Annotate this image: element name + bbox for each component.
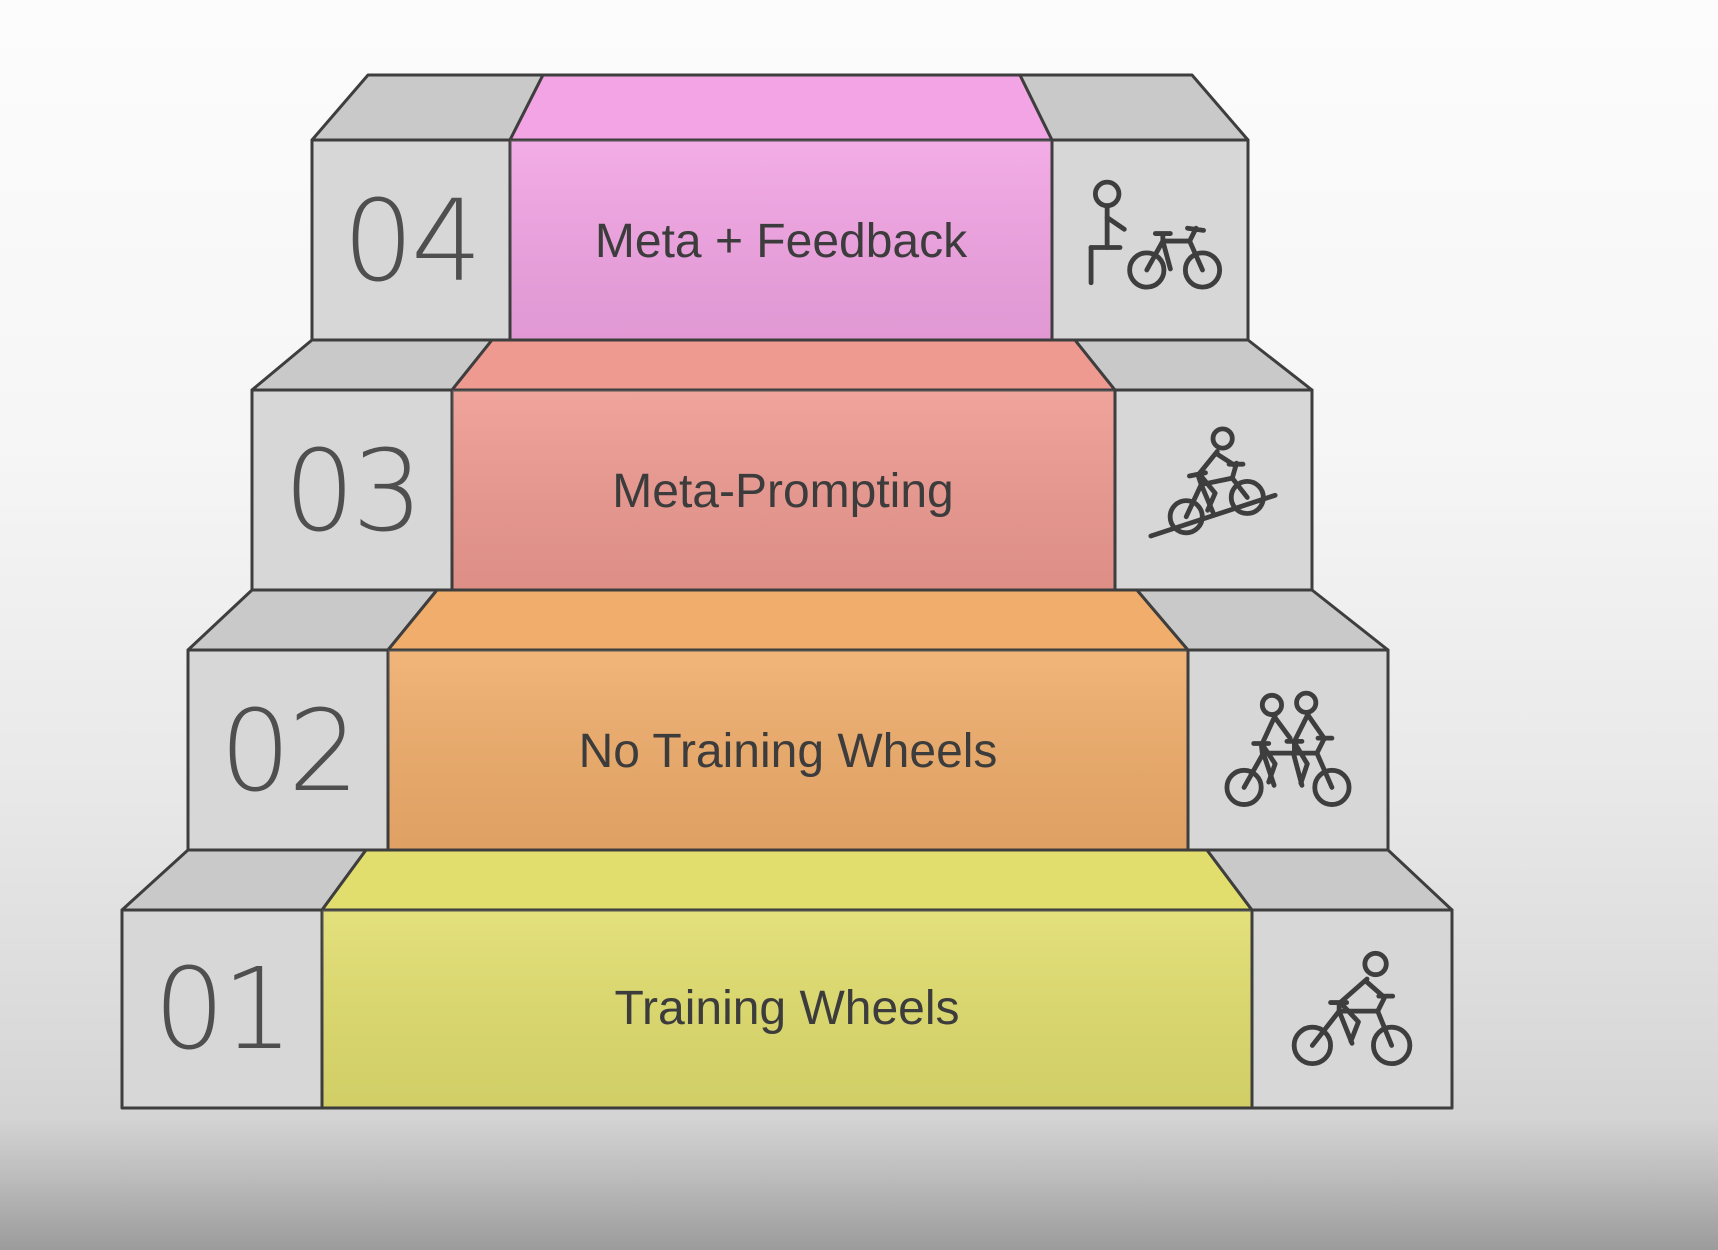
step-02-number: 02: [219, 687, 360, 817]
step-04-icon-box: [1050, 138, 1250, 342]
step-01-top-center-face: [320, 848, 1254, 912]
step-04: [310, 73, 1250, 342]
cyclist-icon: [1277, 934, 1427, 1084]
step-04-top-right-face: [1018, 73, 1250, 142]
step-03-top-left-face: [250, 338, 494, 392]
step-03-number-box: [250, 388, 454, 592]
step-01-number: 01: [153, 945, 294, 1075]
uphill-cyclist-icon: [1138, 416, 1288, 566]
step-02: [186, 588, 1390, 852]
step-04-top-center-face: [508, 73, 1054, 142]
step-03: [250, 338, 1314, 592]
step-04-label: Meta + Feedback: [594, 215, 968, 268]
step-03-top-center-face: [450, 338, 1117, 392]
ground-shadow: [0, 1118, 1718, 1250]
tandem-cyclists-icon: [1213, 676, 1363, 826]
step-04-number: 04: [342, 177, 483, 307]
person-with-bicycle-icon: [1075, 165, 1225, 315]
step-04-number-box: [310, 138, 512, 342]
step-02-top-center-face: [386, 588, 1190, 652]
step-03-top-right-face: [1073, 338, 1314, 392]
step-03-label: Meta-Prompting: [612, 465, 954, 518]
step-04-top-left-face: [310, 73, 545, 142]
step-03-number: 03: [283, 427, 424, 557]
step-02-icon-box: [1186, 648, 1390, 852]
step-01: [120, 848, 1454, 1110]
step-02-label: No Training Wheels: [578, 725, 998, 778]
step-01-top-right-face: [1205, 848, 1454, 912]
step-01-label: Training Wheels: [614, 982, 960, 1035]
